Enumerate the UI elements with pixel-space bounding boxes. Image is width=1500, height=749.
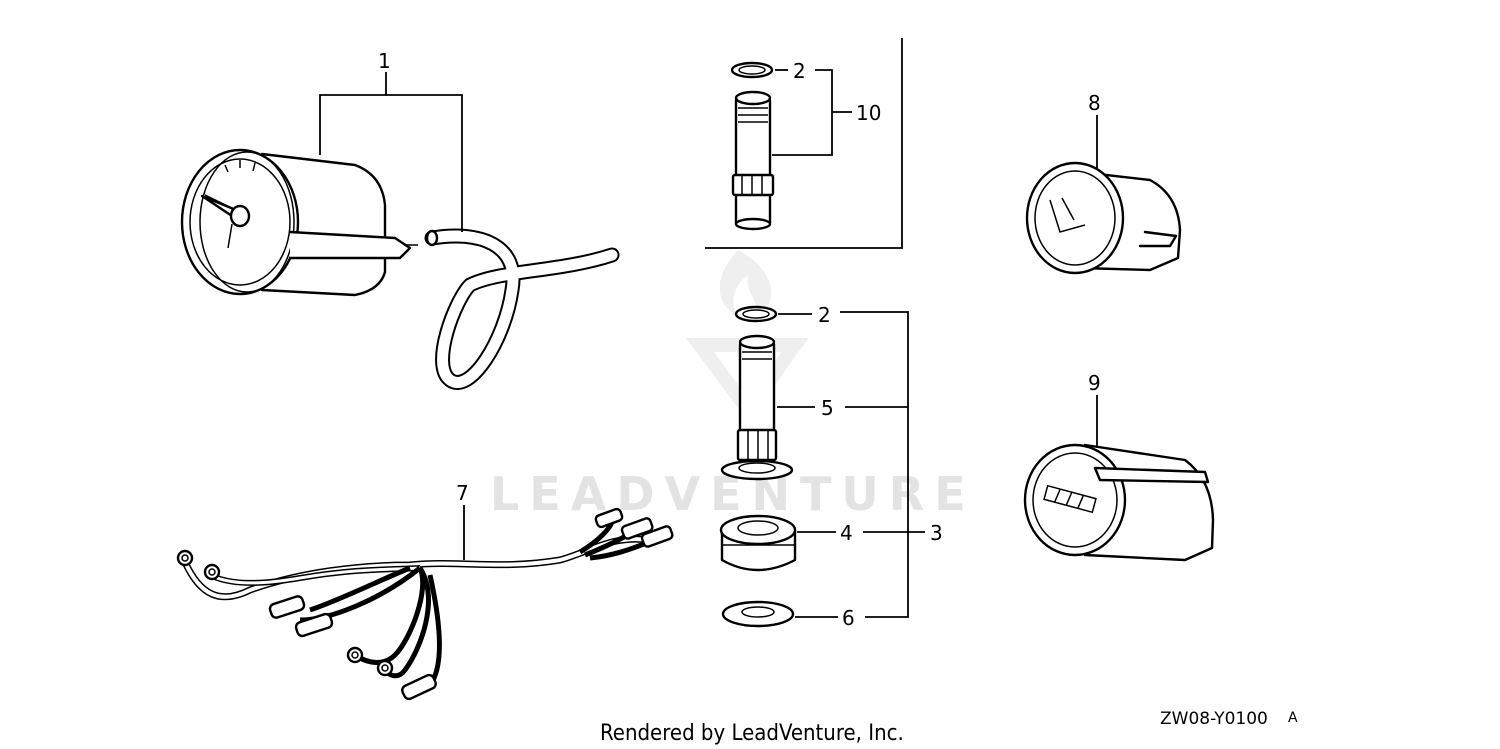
part-5-fitting	[720, 334, 794, 481]
credit-text: Rendered by LeadVenture, Inc.	[600, 721, 904, 746]
part-1-speedometer	[180, 148, 620, 390]
part-6-washer	[721, 600, 795, 628]
callout-5: 5	[821, 396, 834, 420]
callout-2: 2	[818, 303, 831, 327]
leader-3-bracket	[840, 311, 909, 618]
callout-10: 10	[856, 101, 881, 125]
callout-9: 9	[1088, 371, 1101, 395]
callout-3: 3	[930, 521, 943, 545]
callout-8: 8	[1088, 91, 1101, 115]
callout-2-top: 2	[793, 59, 806, 83]
part-4-nut	[719, 514, 797, 572]
part-2-o-ring	[734, 305, 778, 323]
callout-7: 7	[456, 481, 469, 505]
part-8-gauge	[1025, 161, 1182, 275]
diagram-code-suffix: A	[1288, 710, 1298, 726]
callout-4: 4	[840, 521, 853, 545]
callout-1: 1	[378, 49, 391, 73]
diagram-code: ZW08-Y0100	[1160, 709, 1268, 729]
part-10-fitting	[730, 61, 775, 231]
group-border	[705, 38, 903, 249]
callout-6: 6	[842, 606, 855, 630]
leader-1	[319, 94, 463, 232]
part-9-hour-meter	[1023, 443, 1215, 562]
part-7-wire-harness	[176, 507, 674, 701]
